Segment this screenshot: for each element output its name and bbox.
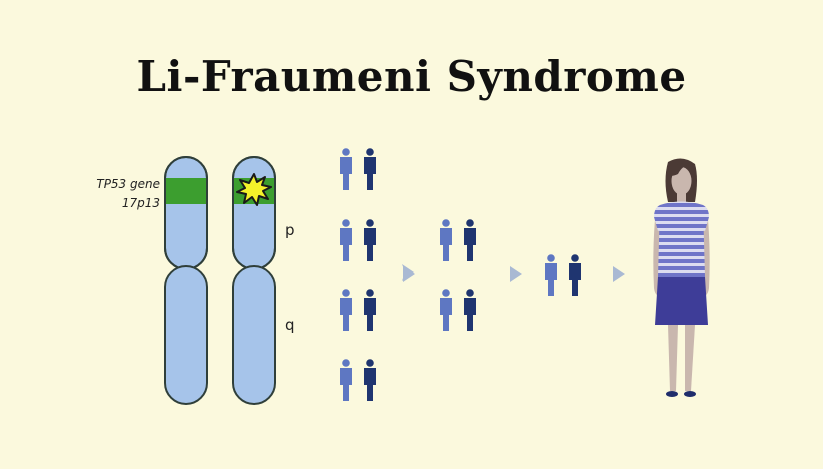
person-icon bbox=[340, 219, 352, 261]
person-icon bbox=[340, 289, 352, 331]
chromosome-p-arm bbox=[164, 156, 208, 270]
arrow-right-icon bbox=[510, 266, 522, 282]
person-icon bbox=[364, 289, 376, 331]
chromosome-q-arm bbox=[164, 265, 208, 405]
chromosome-q-arm bbox=[232, 265, 276, 405]
generation-1 bbox=[340, 148, 376, 401]
person-icon bbox=[440, 289, 452, 331]
person-icon bbox=[364, 148, 376, 190]
p-arm-label: p bbox=[285, 221, 295, 239]
gene-label: TP53 gene 17p13 bbox=[60, 175, 160, 213]
person-icon bbox=[364, 219, 376, 261]
mutation-star-icon bbox=[236, 173, 272, 206]
generation-3 bbox=[545, 254, 581, 296]
person-pair bbox=[340, 359, 376, 401]
arrow-right-icon bbox=[613, 266, 625, 282]
person-icon bbox=[569, 254, 581, 296]
person-icon bbox=[340, 148, 352, 190]
family-generations bbox=[340, 148, 581, 401]
person-icon bbox=[545, 254, 557, 296]
person-pair bbox=[440, 219, 476, 261]
person-pair bbox=[340, 219, 376, 261]
person-icon bbox=[340, 359, 352, 401]
person-pair bbox=[440, 289, 476, 331]
person-pair bbox=[340, 148, 376, 190]
person-icon bbox=[464, 219, 476, 261]
person-pair bbox=[545, 254, 581, 296]
person-icon bbox=[464, 289, 476, 331]
gene-locus: 17p13 bbox=[121, 196, 160, 210]
person-pair bbox=[340, 289, 376, 331]
person-icon bbox=[364, 359, 376, 401]
gene-band bbox=[165, 178, 207, 204]
page-title: Li-Fraumeni Syndrome bbox=[136, 52, 687, 101]
generation-2 bbox=[440, 219, 476, 331]
arrow-right-icon bbox=[403, 266, 415, 282]
chromosome-mutated bbox=[232, 156, 276, 405]
person-icon bbox=[440, 219, 452, 261]
chromosome-normal bbox=[164, 156, 208, 405]
gene-name: TP53 gene bbox=[96, 177, 160, 191]
woman-figure-icon bbox=[653, 158, 710, 397]
q-arm-label: q bbox=[285, 316, 295, 334]
